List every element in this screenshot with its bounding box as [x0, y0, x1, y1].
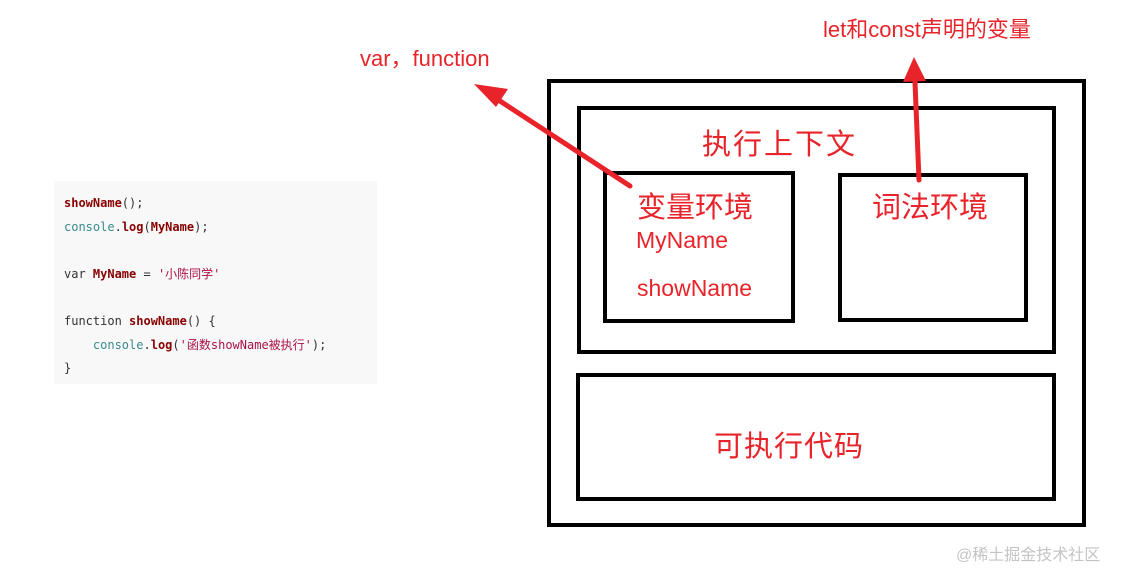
code-token: log	[150, 337, 173, 352]
code-token: =	[136, 266, 158, 281]
code-token: (	[143, 219, 151, 234]
outer-container-box	[547, 79, 1086, 527]
code-line: showName();	[64, 192, 367, 216]
code-token: );	[194, 219, 209, 234]
var-item-showname: showName	[637, 275, 753, 301]
code-token: (	[172, 337, 180, 352]
lexical-environment-title: 词法环境	[872, 190, 989, 224]
execution-context-title: 执行上下文	[702, 127, 858, 161]
code-token: function	[64, 313, 130, 328]
execution-context-box	[577, 106, 1056, 354]
code-line: console.log(MyName);	[64, 216, 367, 240]
code-token: console	[64, 219, 115, 234]
var-item-myname: MyName	[636, 227, 729, 253]
code-line: console.log('函数showName被执行');	[64, 334, 367, 358]
code-block: showName();console.log(MyName);var MyNam…	[54, 181, 377, 384]
arrow-to-let-const	[903, 57, 926, 183]
code-token: var	[64, 266, 93, 281]
code-token: '小陈同学'	[157, 266, 221, 281]
code-token: MyName	[92, 266, 137, 281]
variable-environment-title: 变量环境	[637, 190, 754, 224]
lexical-environment-box	[838, 173, 1028, 322]
code-token: ();	[121, 196, 144, 210]
let-const-label: let和const声明的变量	[823, 17, 1031, 42]
code-token: MyName	[150, 219, 195, 234]
executable-code-box	[576, 373, 1056, 501]
code-token: );	[311, 337, 327, 352]
code-token: showName	[129, 313, 187, 328]
var-function-label: var，function	[360, 46, 490, 71]
code-token: () {	[186, 313, 216, 328]
code-token: showName	[64, 196, 122, 210]
code-line: var MyName = '小陈同学'	[64, 263, 367, 287]
code-token: '函数showName被执行'	[179, 337, 312, 352]
arrow-to-var-function	[474, 84, 633, 189]
watermark: @稀土掘金技术社区	[956, 547, 1101, 564]
code-line: }	[64, 357, 367, 381]
code-line: function showName() {	[64, 310, 367, 334]
code-token: console	[64, 337, 144, 352]
executable-code-title: 可执行代码	[714, 429, 865, 463]
code-token: .	[114, 219, 122, 234]
code-token: .	[143, 337, 151, 352]
variable-environment-box	[603, 171, 795, 323]
code-token: }	[64, 361, 72, 376]
code-token: log	[121, 219, 144, 234]
